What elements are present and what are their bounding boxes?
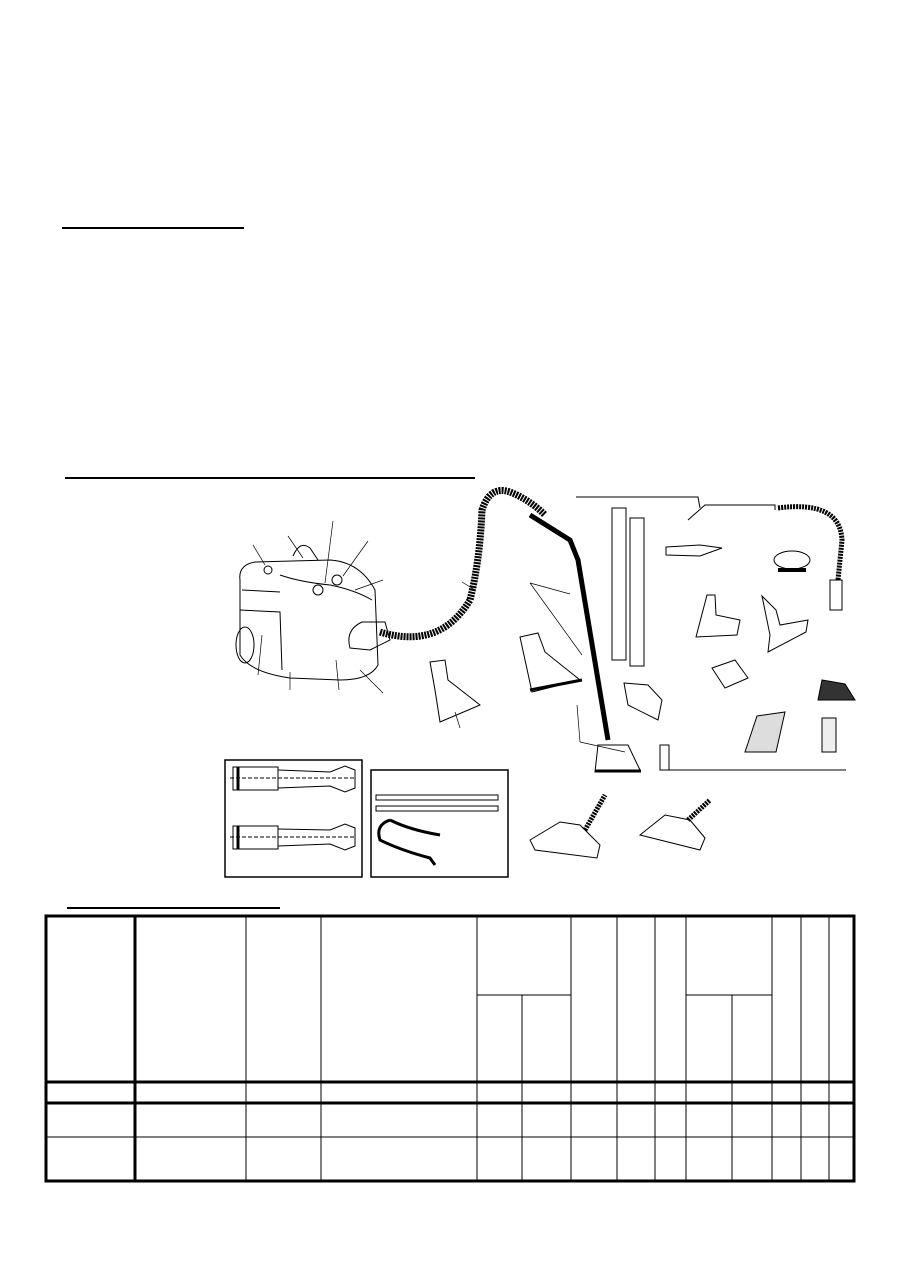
spray-handle-drawing [687,504,776,521]
section-2-heading-underline [65,477,475,479]
floor-nozzle-small-drawing [761,594,809,653]
adapter-tubes-drawing [230,765,356,851]
callout-lines [252,520,626,753]
spray-hose-drawing [777,504,845,581]
extension-tube-2 [629,517,645,667]
oil-bottle-drawing [659,744,670,771]
crevice-tool-drawing [665,544,723,557]
extension-tube-1 [611,507,627,661]
spray-kit-drawing [375,794,499,866]
spray-nozzle-small [429,659,481,723]
dust-bag-drawing [623,682,663,721]
dusting-brush-drawing [773,550,811,570]
detergent-bottle-drawing [821,717,837,753]
parquet-nozzle-drawing [638,814,706,851]
section-1-heading-underline [62,227,244,229]
sachet-drawing [744,711,786,753]
suction-hose-drawing [378,487,548,641]
upholstery-nozzle-drawing [695,594,741,638]
spray-kit-box [370,769,509,878]
turbo-brush-drawing [529,821,601,859]
vacuum-body-drawing [235,544,391,681]
spray-nozzle-large [519,632,582,693]
spec-table [44,914,856,1183]
filter-drawing [711,659,749,689]
wand-drawing [528,512,611,741]
adapter-tubes-box [224,759,363,878]
filter-dark-drawing [817,679,856,701]
section-3-heading-underline [67,907,280,909]
